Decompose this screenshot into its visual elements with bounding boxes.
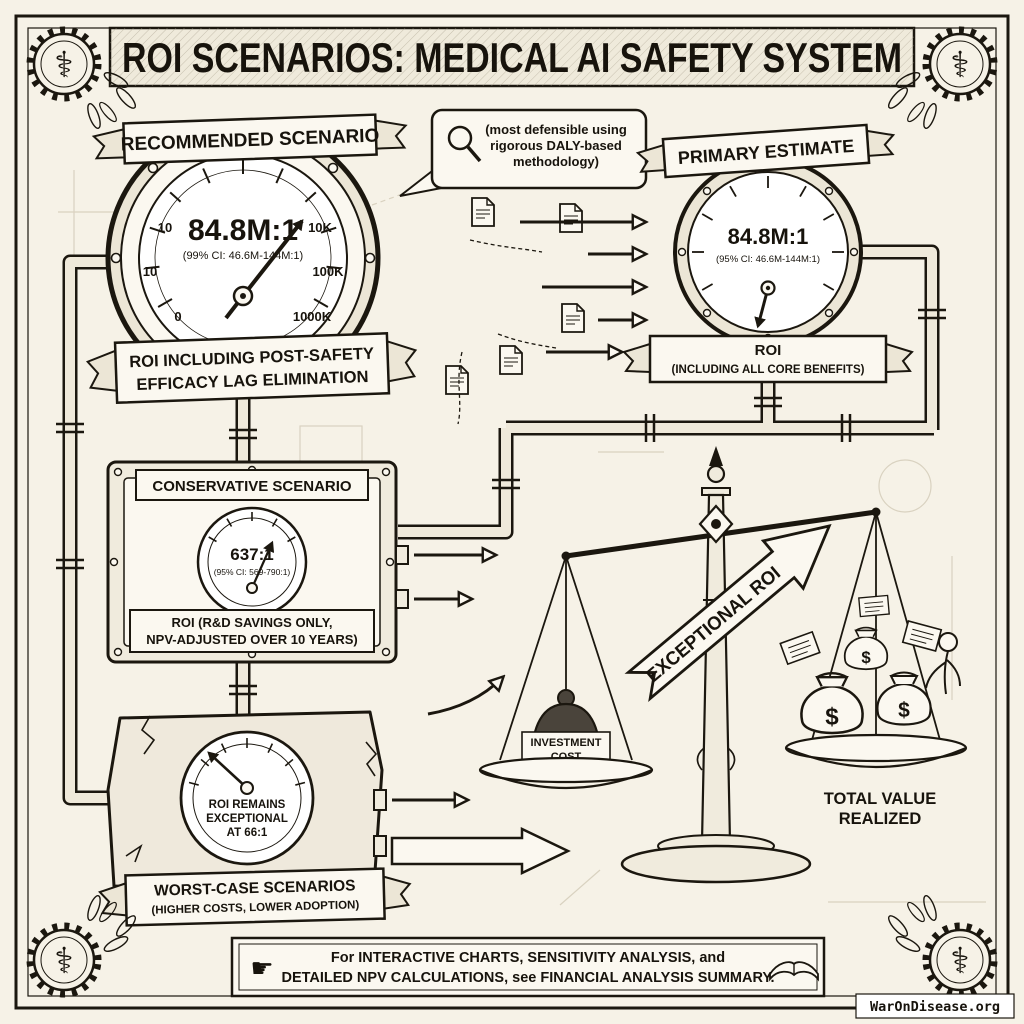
scale-base [620,844,812,884]
callout-line: rigorous DALY-based [490,138,622,153]
tick-label: 1000K [293,309,332,324]
pipe-flanges [56,308,946,696]
magnifier-icon [447,125,482,163]
gauge-value: 84.8M:1 [188,214,298,247]
tick-label: 10 [158,220,172,235]
callout-line: (most defensible using [485,122,627,137]
footer-line: For INTERACTIVE CHARTS, SENSITIVITY ANAL… [331,950,725,966]
bank-note [858,594,890,618]
gauge-ticks [208,512,296,543]
gauge-needle [224,219,304,320]
gauge-needle [754,280,776,329]
gauge-ci: (99% CI: 46.6M-144M:1) [183,250,303,262]
pointing-hand-icon: ☛ [250,953,273,983]
caduceus-icon: ⚕ [54,44,73,85]
primary-caption-line: (INCLUDING ALL CORE BENEFITS) [672,364,865,376]
gauge-needle [207,751,254,795]
caduceus-icon: ⚕ [950,44,969,85]
gauge-ticks [188,738,306,786]
tick-label: 0 [174,309,181,324]
page-title: ROI SCENARIOS: MEDICAL AI SAFETY SYSTEM [122,34,902,81]
corner-ornaments: ⚕ ⚕ ⚕ ⚕ [30,30,994,994]
worst-gauge-line: ROI REMAINS [209,799,286,811]
conservative-box: CONSERVATIVE SCENARIO 637:1 (95% CI: 569… [106,460,409,664]
balance-scale: INVESTMENT COST [478,446,968,884]
flow-arrows [520,222,644,352]
weight-label-line: INVESTMENT [531,737,602,749]
total-value-line: TOTAL VALUE [824,790,936,808]
watermark: WarOnDisease.org [855,993,1015,1019]
gauge-value: 84.8M:1 [728,224,809,249]
person-figure [925,632,961,695]
caduceus-icon: ⚕ [950,940,969,981]
worst-out-arrows [390,800,571,875]
recommended-banner: RECOMMENDED SCENARIO [91,113,408,165]
gauge-value: 637:1 [230,545,273,564]
conservative-out-arrows [414,555,502,716]
flow-documents [445,197,585,425]
gauge-ticks [145,160,341,308]
total-value-label: TOTAL VALUE REALIZED [824,790,936,828]
gauge-ci: (95% CI: 46.6M-144M:1) [716,254,820,265]
gauge-ci: (95% CI: 569-790:1) [214,567,291,577]
gauge-needle [246,540,275,594]
tick-label: 10 [143,264,157,279]
pipe-network [56,244,946,806]
tick-label: 100K [312,264,344,279]
primary-banner: PRIMARY ESTIMATE [635,123,896,179]
footer-plaque: ☛ For INTERACTIVE CHARTS, SENSITIVITY AN… [230,936,826,998]
watermark-text: WarOnDisease.org [870,999,1000,1015]
worst-banner-line: (HIGHER COSTS, LOWER ADOPTION) [151,899,359,916]
footer-line: DETAILED NPV CALCULATIONS, see FINANCIAL… [281,970,774,986]
methodology-callout: (most defensible using rigorous DALY-bas… [371,108,648,206]
gauge-bolts [677,161,859,343]
worst-banner: WORST-CASE SCENARIOS (HIGHER COSTS, LOWE… [98,867,412,927]
title-band: ROI SCENARIOS: MEDICAL AI SAFETY SYSTEM [108,26,916,88]
worst-gauge-line: AT 66:1 [227,827,268,839]
tick-label: 10K [308,220,332,235]
conservative-caption-line: NPV-ADJUSTED OVER 10 YEARS) [146,632,357,647]
primary-caption-line: ROI [755,342,782,359]
primary-gauge: 84.8M:1 (95% CI: 46.6M-144M:1) [673,157,863,347]
worst-banner-line: WORST-CASE SCENARIOS [154,877,356,899]
primary-caption-ribbon: ROI (INCLUDING ALL CORE BENEFITS) [622,334,914,384]
worst-gauge-line: EXCEPTIONAL [206,813,288,825]
gauge-ticks [692,176,844,291]
conservative-caption-line: ROI (R&D SAVINGS ONLY, [171,615,332,630]
worst-case-box: ROI REMAINS EXCEPTIONAL AT 66:1 [106,710,387,894]
book-icon [769,961,819,982]
caduceus-icon: ⚕ [54,940,73,981]
total-value-line: REALIZED [839,810,922,828]
callout-line: methodology) [513,154,599,169]
conservative-banner-label: CONSERVATIVE SCENARIO [152,478,352,495]
recommended-caption-ribbon: ROI INCLUDING POST-SAFETY EFFICACY LAG E… [85,331,418,405]
recommended-gauge: 10 10K 10 100K 0 1000K 84.8M:1 (99% CI: … [105,120,381,396]
investment-weight: INVESTMENT COST [521,689,611,770]
